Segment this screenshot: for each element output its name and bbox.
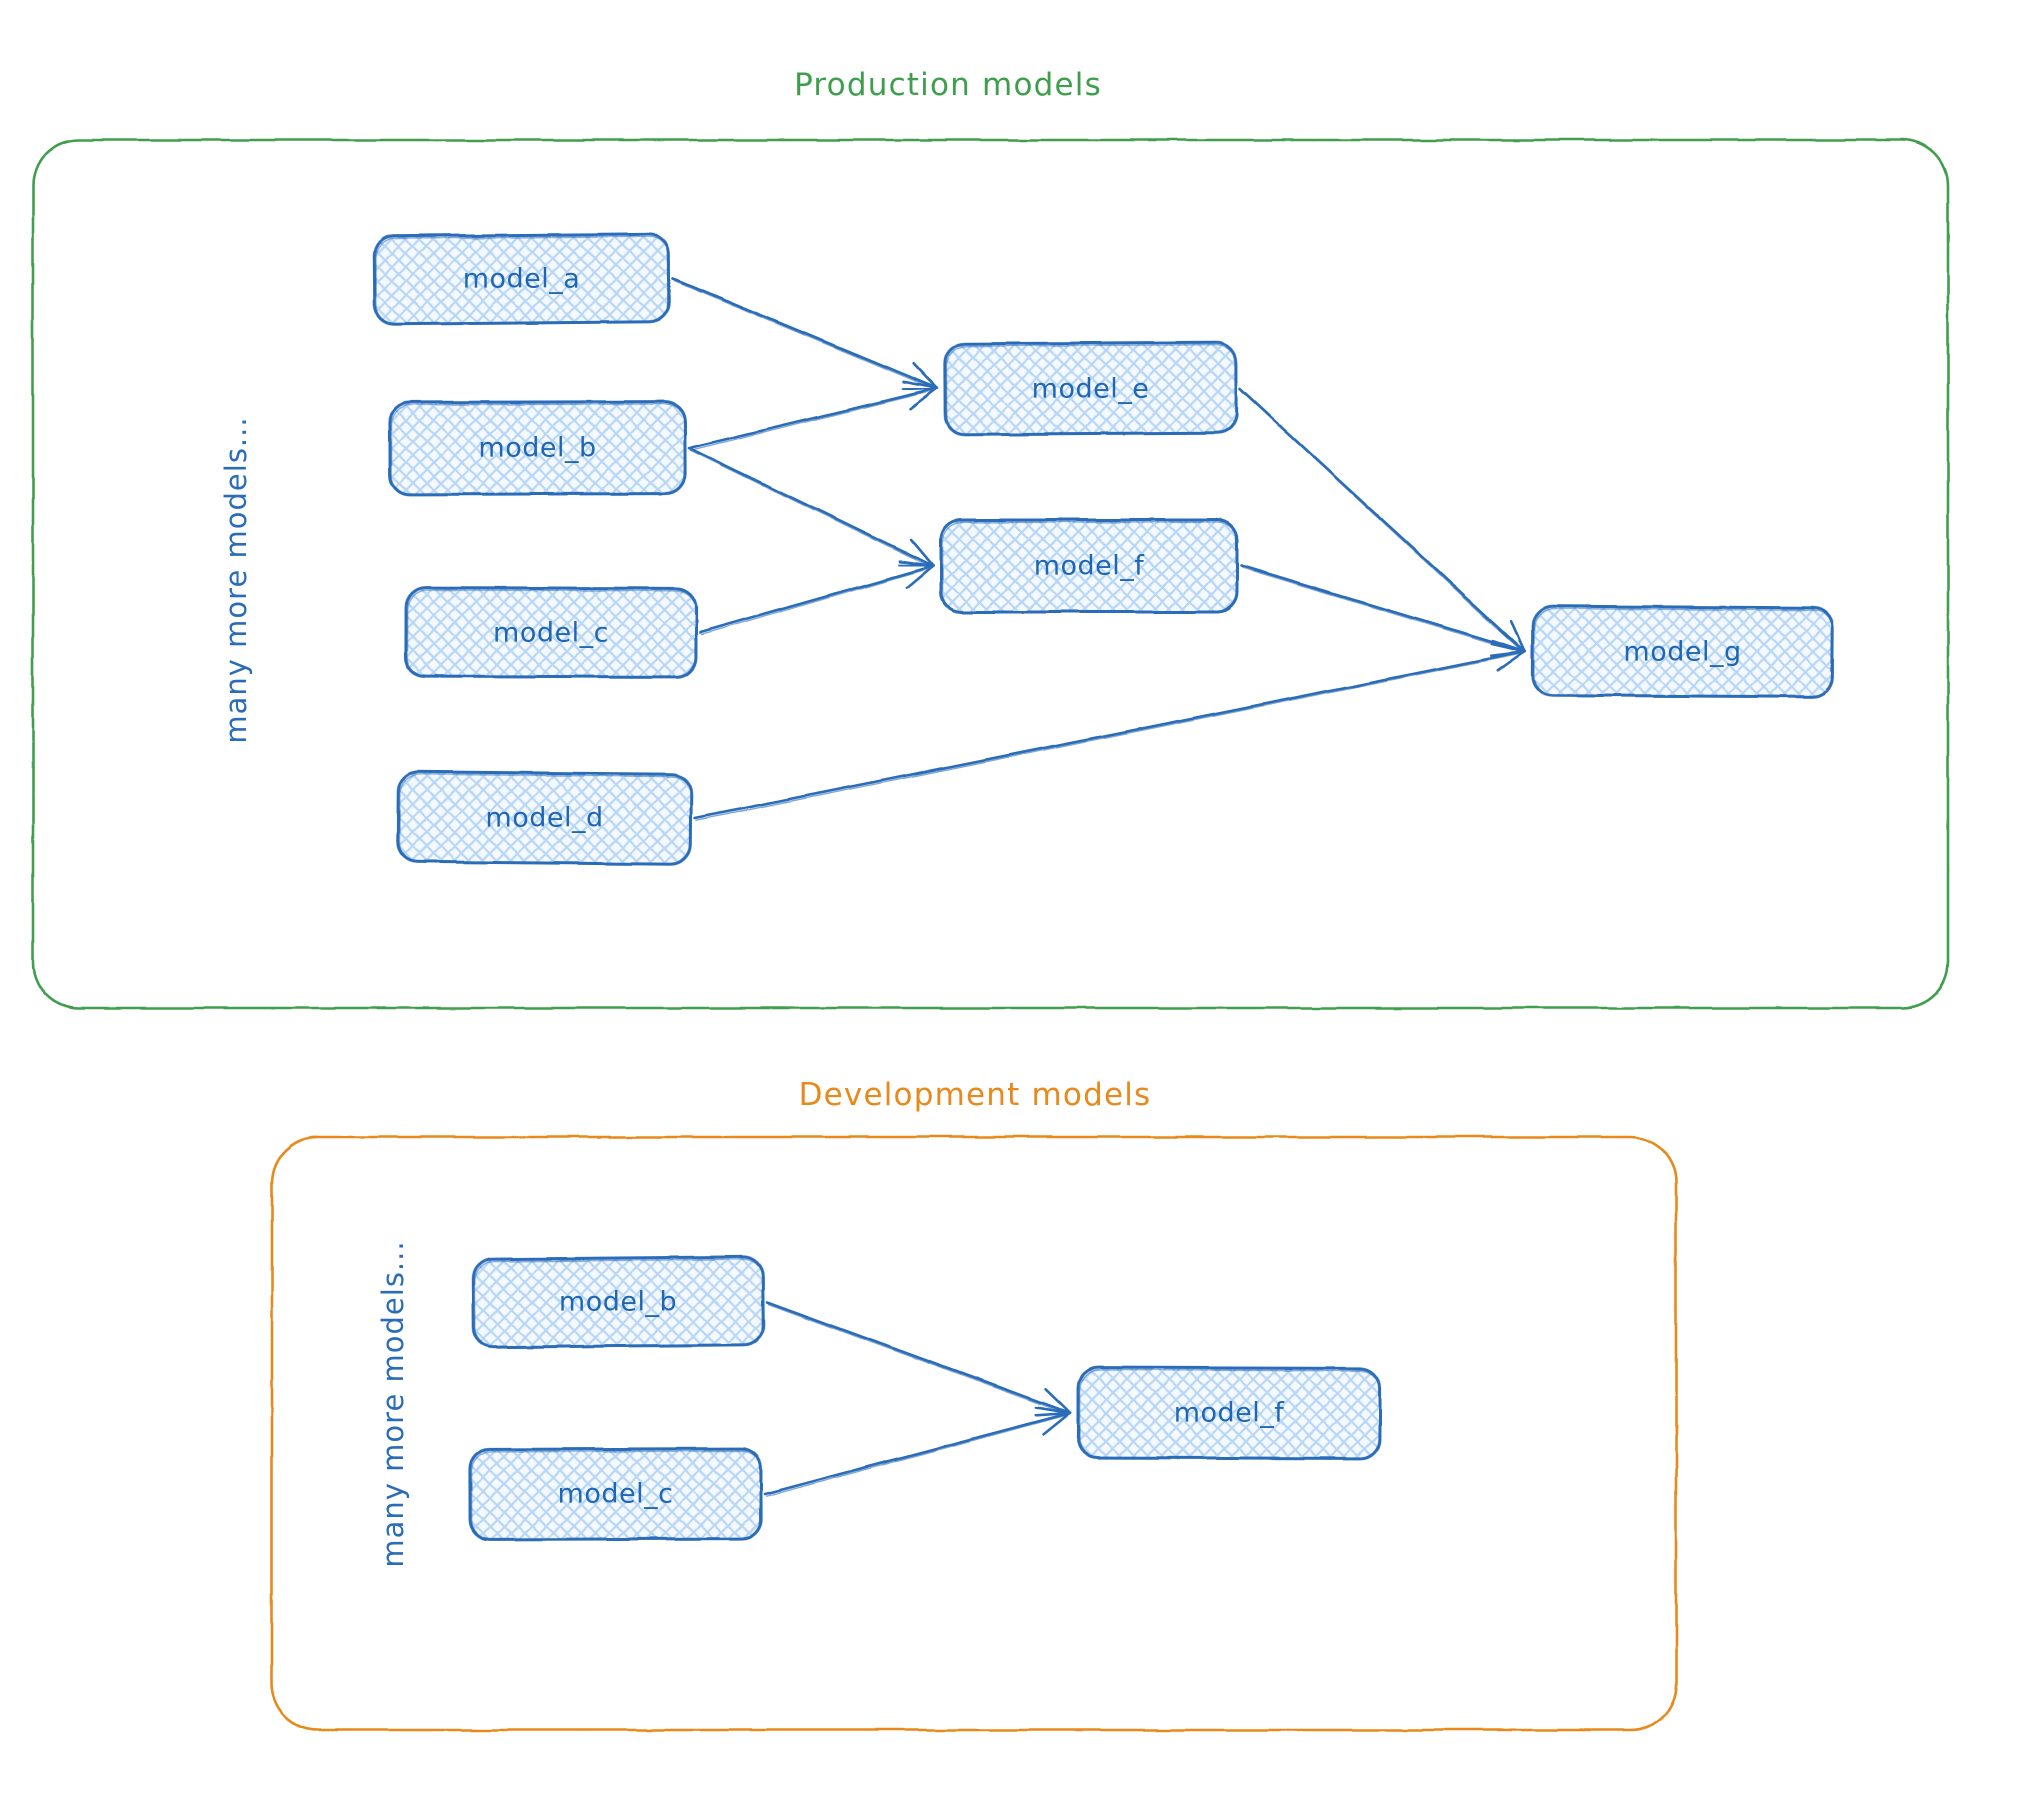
edge-shaft-sketch	[1240, 390, 1525, 654]
node-label-model_d: model_d	[485, 802, 604, 834]
node-label-model_g: model_g	[1623, 636, 1742, 667]
node-label-model_f: model_f	[1033, 550, 1145, 582]
edge-shaft	[1238, 387, 1527, 653]
edge-shaft	[765, 1300, 1072, 1415]
arrowhead-upper	[1042, 1411, 1072, 1436]
arrowhead-upper	[908, 387, 939, 411]
edge-model_b-to-model_e	[687, 380, 939, 451]
edge-shaft-sketch	[673, 280, 937, 391]
node-label-model_e: model_e	[1031, 373, 1150, 404]
edge-shaft-sketch	[689, 449, 933, 569]
arrowhead-lower	[1490, 642, 1527, 653]
node-label-dev_model_c: model_c	[557, 1478, 674, 1510]
edge-shaft	[1239, 564, 1527, 653]
arrowhead-upper	[1495, 650, 1527, 673]
arrowhead-upper	[1491, 639, 1527, 653]
arrowhead-lower	[1035, 1406, 1072, 1415]
arrowhead-lower	[912, 362, 939, 390]
arrowhead-lower	[1510, 618, 1527, 653]
node-label-model_c: model_c	[493, 617, 609, 648]
node-label-model_a: model_a	[462, 263, 581, 295]
edge-shaft	[698, 564, 935, 634]
edge-shaft	[671, 277, 939, 390]
edge-model_c-to-model_f	[698, 559, 935, 636]
group-title-development: Development models	[798, 1077, 1152, 1113]
arrowhead-upper	[897, 563, 935, 568]
node-label-dev_model_b: model_b	[558, 1286, 678, 1318]
edge-shaft	[687, 387, 939, 450]
group-frame-production	[31, 138, 1950, 1010]
arrowhead-upper	[1489, 650, 1527, 658]
edge-shaft	[693, 650, 1527, 820]
side-note-production: many more models...	[219, 416, 253, 744]
group-frame-development	[270, 1135, 1678, 1732]
edge-shaft	[687, 446, 935, 568]
edge-dev_model_b-to-dev_model_f	[765, 1300, 1072, 1417]
arrowhead-upper	[1034, 1411, 1072, 1417]
edge-model_b-to-model_f	[687, 446, 935, 569]
node-label-dev_model_f: model_f	[1173, 1397, 1285, 1429]
edge-shaft-sketch	[689, 389, 937, 451]
edge-model_d-to-model_g	[693, 642, 1527, 821]
edge-model_a-to-model_e	[671, 277, 939, 391]
edge-shaft-sketch	[695, 652, 1525, 821]
arrowhead-lower	[909, 538, 935, 568]
edge-shaft-sketch	[1241, 567, 1525, 654]
arrowhead-lower	[898, 559, 935, 568]
group-title-production: Production models	[794, 67, 1102, 103]
edge-shaft-sketch	[765, 1413, 1070, 1497]
edge-model_f-to-model_g	[1239, 564, 1527, 658]
edge-dev_model_c-to-dev_model_f	[763, 1406, 1072, 1497]
edge-shaft	[763, 1411, 1072, 1496]
side-note-development: many more models...	[376, 1240, 410, 1568]
arrowhead-lower	[1497, 627, 1527, 653]
arrowhead-upper	[905, 564, 935, 590]
edge-model_e-to-model_g	[1238, 387, 1527, 654]
edge-shaft-sketch	[767, 1303, 1070, 1416]
arrowhead-upper	[901, 387, 939, 391]
edge-shaft-sketch	[700, 566, 933, 636]
arrowhead-lower	[1044, 1388, 1072, 1415]
node-label-model_b: model_b	[478, 432, 597, 464]
arrowhead-lower	[902, 380, 939, 390]
